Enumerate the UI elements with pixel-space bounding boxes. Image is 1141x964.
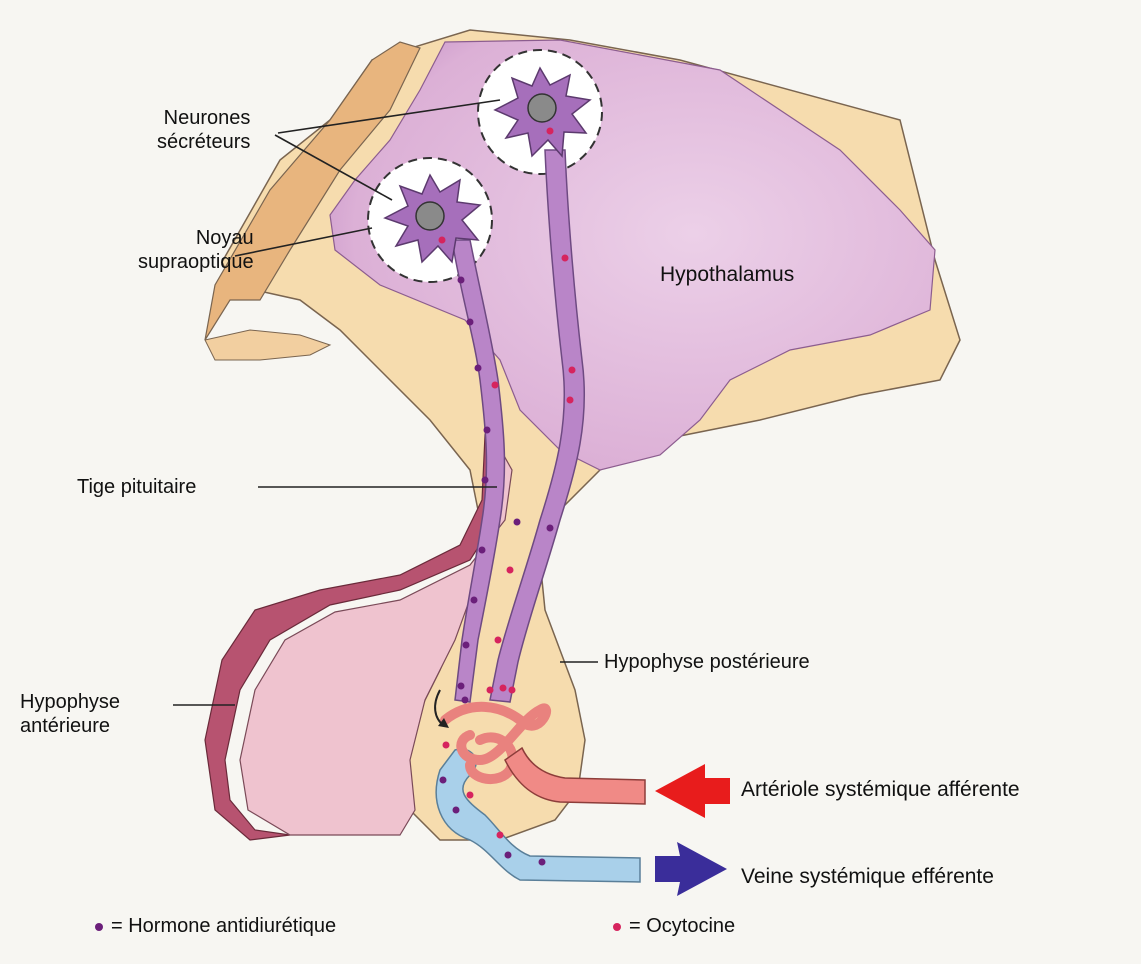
arrow-afferent-icon [655, 764, 730, 818]
adh-granule [467, 319, 474, 326]
neuron-nucleus-paraventricular [528, 94, 556, 122]
legend-adh: = Hormone antidiurétique [95, 915, 336, 938]
neuron-nucleus-supraoptic [416, 202, 444, 230]
legend-oxytocin-dot [613, 923, 621, 931]
adh-granule [484, 427, 491, 434]
label-stalk: Tige pituitaire [77, 475, 196, 499]
adh-granule [462, 697, 469, 704]
brain-tissue-underside [205, 330, 330, 360]
arrow-efferent-icon [655, 842, 727, 896]
label-hypothalamus: Hypothalamus [660, 263, 794, 287]
adh-granule [514, 519, 521, 526]
adh-granule [463, 642, 470, 649]
legend-adh-dot [95, 923, 103, 931]
oxytocin-granule [547, 128, 554, 135]
oxytocin-granule [500, 685, 507, 692]
oxytocin-granule [507, 567, 514, 574]
label-anterior: Hypophyse antérieure [20, 690, 120, 738]
label-nucleus: Noyau supraoptique [138, 226, 254, 274]
oxytocin-granule [569, 367, 576, 374]
oxytocin-granule [497, 832, 504, 839]
label-neurons: Neurones sécréteurs [157, 106, 250, 154]
legend-adh-text: = Hormone antidiurétique [111, 915, 336, 938]
oxytocin-granule [495, 637, 502, 644]
adh-granule [453, 807, 460, 814]
legend-oxytocin: = Ocytocine [613, 915, 735, 938]
adh-granule [505, 852, 512, 859]
adh-granule [482, 477, 489, 484]
oxytocin-granule [467, 792, 474, 799]
oxytocin-granule [562, 255, 569, 262]
adh-granule [471, 597, 478, 604]
label-arteriole: Artériole systémique afférente [741, 778, 1020, 802]
adh-granule [539, 859, 546, 866]
adh-granule [458, 277, 465, 284]
label-posterior: Hypophyse postérieure [604, 650, 810, 674]
oxytocin-granule [443, 742, 450, 749]
oxytocin-granule [509, 687, 516, 694]
adh-granule [458, 683, 465, 690]
legend-oxytocin-text: = Ocytocine [629, 915, 735, 938]
oxytocin-granule [439, 237, 446, 244]
label-vein: Veine systémique efférente [741, 865, 994, 889]
adh-granule [479, 547, 486, 554]
adh-granule [547, 525, 554, 532]
oxytocin-granule [492, 382, 499, 389]
adh-granule [475, 365, 482, 372]
adh-granule [440, 777, 447, 784]
oxytocin-granule [487, 687, 494, 694]
oxytocin-granule [567, 397, 574, 404]
